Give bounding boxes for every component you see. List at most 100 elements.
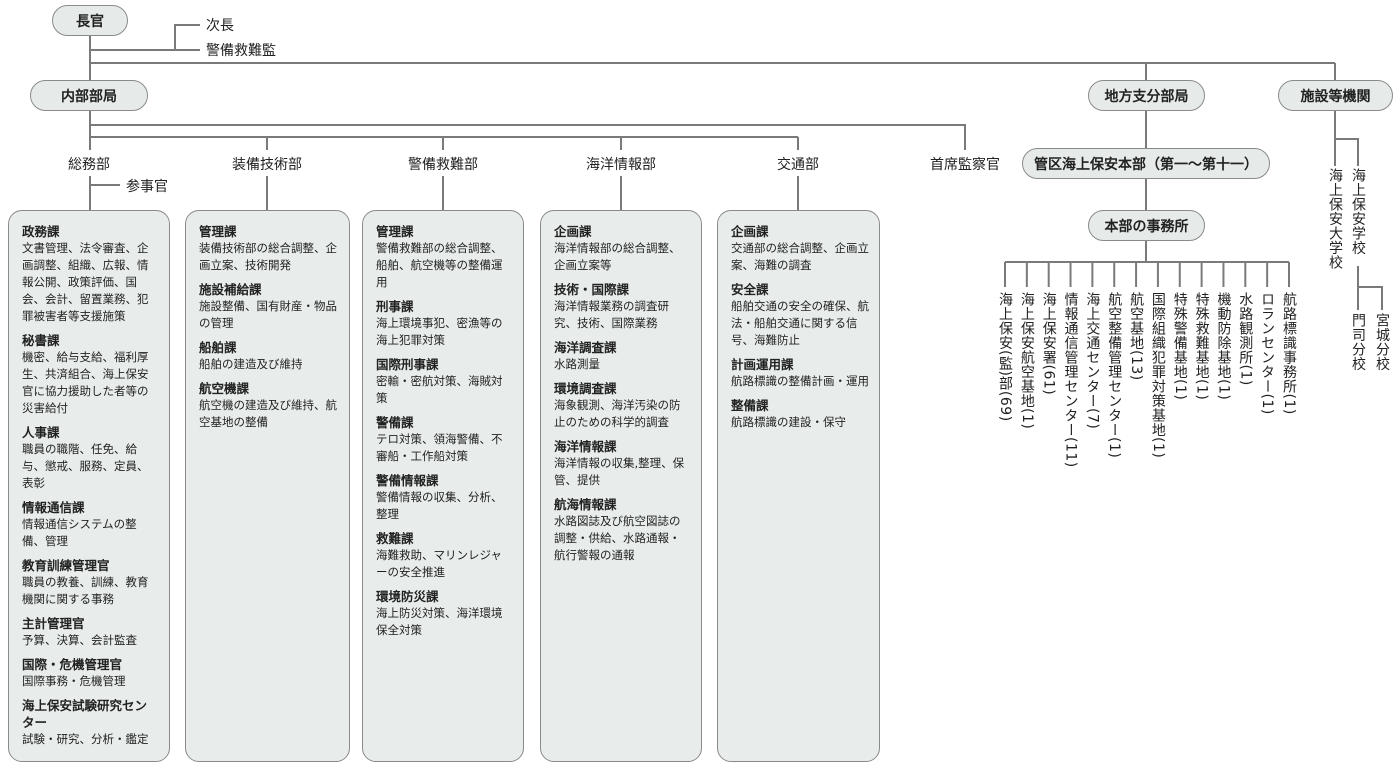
section-name: 管理課	[376, 224, 414, 239]
section-name: 教育訓練管理官	[22, 558, 110, 573]
section-item: 人事課職員の職階、任免、給与、懲戒、服務、定員、表彰	[22, 424, 159, 492]
section-description: 職員の教養、訓練、教育機関に関する事務	[22, 575, 149, 606]
facilities-node: 施設等機関	[1278, 80, 1393, 111]
section-description: 職員の職階、任免、給与、懲戒、服務、定員、表彰	[22, 442, 149, 490]
section-name: 国際刑事課	[376, 357, 439, 372]
section-description: 水路図誌及び航空図誌の調整・供給、水路通報・航行警報の通報	[554, 514, 681, 562]
section-description: 警備救難部の総合調整、船舶、航空機等の整備運用	[376, 241, 503, 289]
section-item: 安全課船舶交通の安全の確保、航法・船舶交通に関する信号、海難防止	[731, 281, 869, 349]
chief-label: 長官	[76, 13, 104, 30]
section-description: 予算、決算、会計監査	[22, 633, 137, 647]
section-description: 試験・研究、分析・鑑定	[22, 732, 149, 746]
office-label: 航路標識事務所(1)	[1281, 292, 1297, 415]
section-name: 企画課	[731, 224, 769, 239]
deputy-commandant-label: 次長	[206, 18, 234, 34]
section-description: 密輸・密航対策、海賊対策	[376, 374, 503, 405]
department-sections-box: 企画課交通部の総合調整、企画立案、海難の調査安全課船舶交通の安全の確保、航法・船…	[717, 210, 880, 762]
section-item: 警備課テロ対策、領海警備、不審船・工作船対策	[376, 414, 513, 465]
section-description: 航空機の建造及び維持、航空基地の整備	[199, 398, 337, 429]
section-item: 救難課海難救助、マリンレジャーの安全推進	[376, 530, 513, 581]
section-item: 計画運用課航路標識の整備計画・運用	[731, 356, 869, 390]
section-item: 整備課航路標識の建設・保守	[731, 397, 869, 431]
department-sections-box: 管理課装備技術部の総合調整、企画立案、技術開発施設補給課施設整備、国有財産・物品…	[185, 210, 350, 762]
office-label: 海上交通センター(7)	[1084, 292, 1101, 430]
section-name: 環境防災課	[376, 589, 439, 604]
section-name: 刑事課	[376, 299, 414, 314]
section-name: 秘書課	[22, 333, 60, 348]
section-description: 海象観測、海洋汚染の防止のための科学的調査	[554, 398, 681, 429]
office-label: 航空基地(13)	[1128, 292, 1145, 381]
section-item: 海洋調査課水路測量	[554, 339, 691, 373]
department-sections-box: 管理課警備救難部の総合調整、船舶、航空機等の整備運用刑事課海上環境事犯、密漁等の…	[362, 210, 524, 762]
section-name: 海上保安試験研究センター	[22, 698, 148, 730]
section-description: 海上防災対策、海洋環境保全対策	[376, 606, 503, 637]
section-description: 文書管理、法令審査、企画調整、組織、広報、情報公開、政策評価、国会、会計、留置業…	[22, 241, 149, 323]
section-name: 主計管理官	[22, 616, 85, 631]
section-name: 国際・危機管理官	[22, 657, 123, 672]
department-label: 総務部	[68, 157, 110, 173]
facilities-label: 施設等機関	[1300, 88, 1371, 105]
section-name: 情報通信課	[22, 500, 85, 515]
section-description: 施設整備、国有財産・物品の管理	[199, 299, 337, 330]
section-item: 国際・危機管理官国際事務・危機管理	[22, 656, 159, 690]
section-name: 管理課	[199, 224, 237, 239]
regional-hq-label: 管区海上保安本部（第一～第十一）	[1034, 156, 1258, 173]
hq-offices-label: 本部の事務所	[1104, 218, 1189, 235]
section-item: 施設補給課施設整備、国有財産・物品の管理	[199, 281, 339, 332]
section-item: 秘書課機密、給与支給、福利厚生、共済組合、海上保安官に協力援助した者等の災害給付	[22, 332, 159, 417]
section-description: 情報通信システムの整備、管理	[22, 517, 137, 548]
section-item: 航空機課航空機の建造及び維持、航空基地の整備	[199, 380, 339, 431]
section-name: 整備課	[731, 398, 769, 413]
regional-hq-node: 管区海上保安本部（第一～第十一）	[1022, 148, 1270, 179]
section-description: 海洋情報の収集,整理、保管、提供	[554, 456, 685, 487]
section-item: 企画課交通部の総合調整、企画立案、海難の調査	[731, 223, 869, 274]
office-label: 航空整備管理センター(1)	[1106, 292, 1123, 459]
vice-commandant-label: 警備救難監	[206, 43, 276, 59]
section-item: 環境防災課海上防災対策、海洋環境保全対策	[376, 588, 513, 639]
section-name: 警備課	[376, 415, 414, 430]
section-description: 海洋情報部の総合調整、企画立案等	[554, 241, 681, 272]
section-name: 環境調査課	[554, 381, 617, 396]
office-label: 特殊救難基地(1)	[1193, 292, 1210, 401]
regional-bureaus-label: 地方支分部局	[1104, 88, 1189, 105]
section-description: テロ対策、領海警備、不審船・工作船対策	[376, 432, 503, 463]
office-label: 海上保安署(61)	[1040, 292, 1057, 396]
moji-branch-label: 門司分校	[1350, 313, 1366, 371]
section-name: 航海情報課	[554, 497, 617, 512]
chief-node: 長官	[52, 5, 128, 36]
chief-inspector-label: 首席監察官	[930, 157, 1000, 173]
section-item: 管理課装備技術部の総合調整、企画立案、技術開発	[199, 223, 339, 274]
hq-offices-node: 本部の事務所	[1088, 210, 1205, 241]
section-name: 船舶課	[199, 340, 237, 355]
section-name: 人事課	[22, 425, 60, 440]
section-item: 情報通信課情報通信システムの整備、管理	[22, 499, 159, 550]
department-label: 交通部	[777, 157, 819, 173]
section-description: 国際事務・危機管理	[22, 674, 126, 688]
section-item: 刑事課海上環境事犯、密漁等の海上犯罪対策	[376, 298, 513, 349]
office-label: 海上保安(監)部(69)	[997, 292, 1013, 422]
section-description: 警備情報の収集、分析、整理	[376, 490, 503, 521]
department-sections-box: 政務課文書管理、法令審査、企画調整、組織、広報、情報公開、政策評価、国会、会計、…	[8, 210, 170, 762]
section-item: 海上保安試験研究センター試験・研究、分析・鑑定	[22, 697, 159, 748]
section-item: 政務課文書管理、法令審査、企画調整、組織、広報、情報公開、政策評価、国会、会計、…	[22, 223, 159, 325]
section-description: 海難救助、マリンレジャーの安全推進	[376, 548, 502, 579]
section-description: 航路標識の整備計画・運用	[731, 374, 869, 388]
section-item: 海洋情報課海洋情報の収集,整理、保管、提供	[554, 438, 691, 489]
internal-bureaus-node: 内部部局	[30, 80, 148, 111]
section-item: 主計管理官予算、決算、会計監査	[22, 615, 159, 649]
section-name: 海洋情報課	[554, 439, 617, 454]
section-name: 警備情報課	[376, 473, 439, 488]
jcg-academy-label: 海上保安大学校	[1327, 168, 1343, 270]
office-label: 特殊警備基地(1)	[1171, 292, 1188, 401]
section-name: 政務課	[22, 224, 60, 239]
section-item: 企画課海洋情報部の総合調整、企画立案等	[554, 223, 691, 274]
department-label: 海洋情報部	[586, 157, 656, 173]
office-label: 国際組織犯罪対策基地(1)	[1149, 292, 1166, 459]
office-label: 海上保安航空基地(1)	[1018, 292, 1035, 430]
section-name: 計画運用課	[731, 357, 794, 372]
section-item: 技術・国際課海洋情報業務の調査研究、技術、国際業務	[554, 281, 691, 332]
section-name: 技術・国際課	[554, 282, 630, 297]
regional-bureaus-node: 地方支分部局	[1088, 80, 1205, 111]
office-label: ロランセンター(1)	[1259, 292, 1276, 415]
